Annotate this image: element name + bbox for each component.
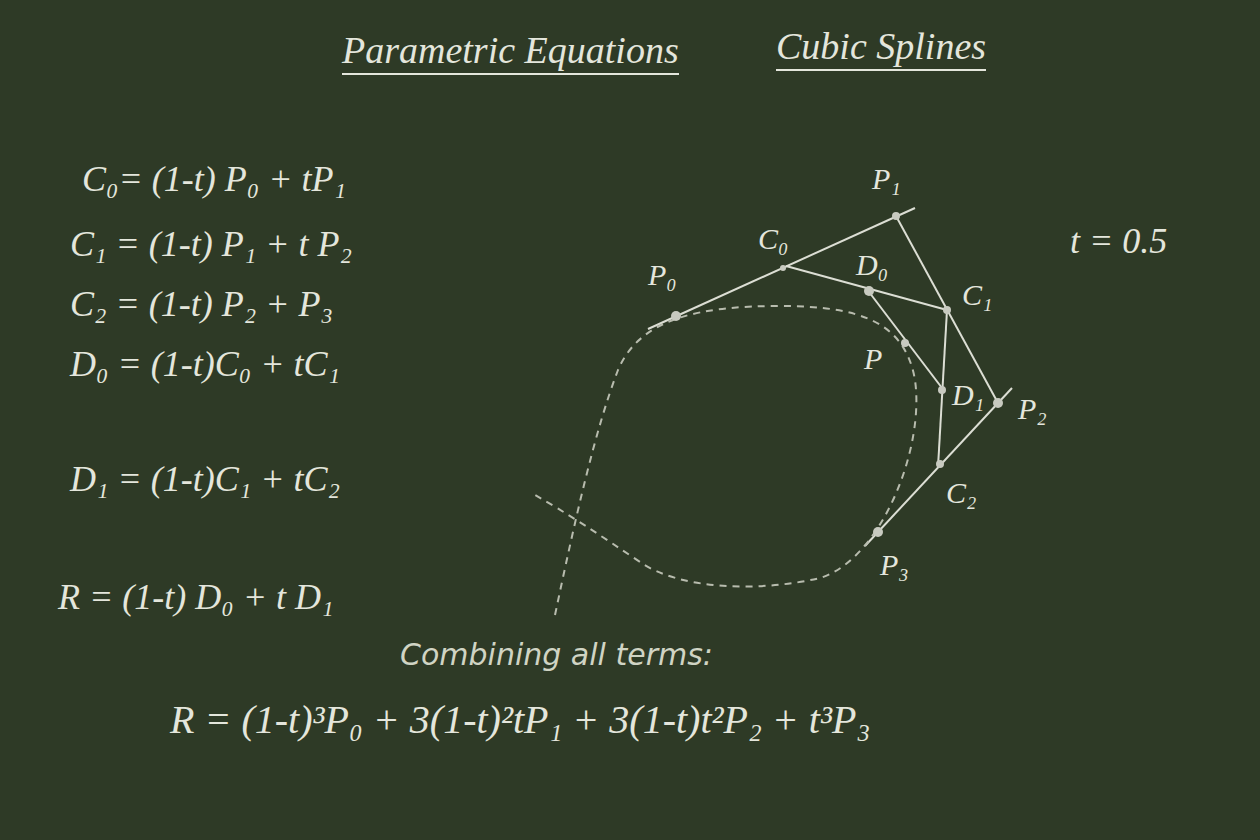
equation: C₀= (1-t) P₀ + tP₁: [82, 160, 346, 200]
bezier-curve: [535, 306, 916, 615]
construction-line: [938, 310, 947, 467]
point-dot: [780, 265, 786, 271]
point-label: P₂: [1018, 392, 1047, 425]
point-label: P₀: [648, 258, 677, 291]
subtitle: Cubic Splines: [776, 26, 986, 71]
title: Parametric Equations: [342, 30, 679, 75]
point-dot: [993, 398, 1003, 408]
combined-equation: R = (1-t)³P₀ + 3(1-t)²tP₁ + 3(1-t)t²P₂ +…: [170, 698, 870, 742]
parameter-note: t = 0.5: [1070, 222, 1167, 262]
equation: D₀ = (1-t)C₀ + tC₁: [70, 345, 340, 385]
point-dot: [873, 527, 883, 537]
point-dot: [936, 460, 944, 468]
point-label: D₀: [856, 248, 888, 281]
point-label: D₁: [952, 378, 984, 411]
equation: C₁ = (1-t) P₁ + t P₂: [70, 225, 352, 265]
point-dot: [864, 286, 874, 296]
point-dot: [938, 386, 946, 394]
point-dot: [943, 306, 951, 314]
point-label: P₁: [872, 162, 901, 195]
control-line: [896, 216, 998, 403]
control-line: [648, 208, 915, 329]
point-label: C₁: [962, 278, 992, 311]
point-dot: [892, 212, 900, 220]
point-label: C₀: [758, 222, 788, 255]
equation: C₂ = (1-t) P₂ + P₃: [70, 285, 333, 325]
control-line: [865, 388, 1012, 546]
point-label: P₃: [880, 548, 909, 581]
point-label: C₂: [946, 476, 976, 509]
note: Combining all terms:: [400, 638, 713, 671]
point-dot: [671, 311, 681, 321]
point-label: P: [864, 342, 882, 375]
equation: R = (1-t) D₀ + t D₁: [58, 578, 334, 618]
point-dot: [901, 339, 909, 347]
equation: D₁ = (1-t)C₁ + tC₂: [70, 460, 340, 500]
